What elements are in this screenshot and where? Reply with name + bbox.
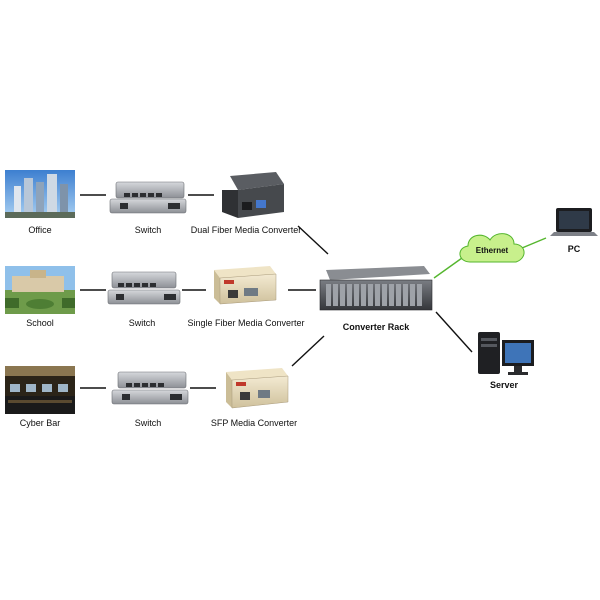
switch-2-label: Switch xyxy=(128,318,156,328)
office-photo xyxy=(5,170,75,218)
server-computer xyxy=(478,332,534,375)
office-label: Office xyxy=(28,225,52,235)
ethernet-label: Ethernet xyxy=(475,246,509,255)
dual-fiber-converter-label: Dual Fiber Media Converter xyxy=(190,225,302,235)
link-ethernet-pc xyxy=(521,237,547,249)
ethernet-lines xyxy=(433,237,547,279)
school-photo xyxy=(5,266,75,314)
single-fiber-converter-label: Single Fiber Media Converter xyxy=(187,318,305,328)
converter-rack-label: Converter Rack xyxy=(342,322,410,332)
link-sfp-converter-rack xyxy=(291,335,325,367)
dual-fiber-converter xyxy=(222,172,284,218)
school-label: School xyxy=(26,318,54,328)
converter-rack xyxy=(319,266,433,311)
switch-3 xyxy=(111,371,189,405)
single-fiber-converter xyxy=(214,266,277,305)
pc-label: PC xyxy=(567,244,581,254)
switch-1-label: Switch xyxy=(134,225,162,235)
switch-2 xyxy=(107,271,181,305)
switch-1 xyxy=(109,181,187,214)
connection-lines xyxy=(80,194,473,389)
sfp-converter-label: SFP Media Converter xyxy=(210,418,298,428)
pc-laptop xyxy=(550,208,598,236)
link-rack-ethernet xyxy=(433,257,463,279)
cyber-bar-label: Cyber Bar xyxy=(19,418,61,428)
server-label: Server xyxy=(489,380,519,390)
ethernet-cloud xyxy=(459,233,525,263)
link-rack-server xyxy=(435,311,473,353)
sfp-converter xyxy=(226,368,289,409)
switch-3-label: Switch xyxy=(134,418,162,428)
cyber-bar-photo xyxy=(5,366,75,414)
link-dual-converter-rack xyxy=(297,225,329,255)
